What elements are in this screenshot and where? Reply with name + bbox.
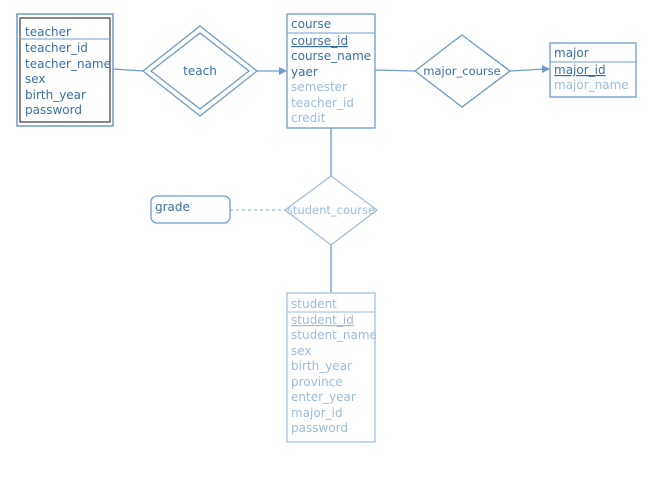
major-attr-major-name: major_name: [554, 78, 629, 92]
entity-teacher-outer-border: [16, 13, 114, 127]
line-major-course-major: [509, 68, 547, 72]
course-attr-semester: semester: [291, 80, 347, 94]
arrowhead-major: [542, 65, 550, 73]
course-attr-course-name: course_name: [291, 49, 371, 63]
student-course-label: student_course: [287, 203, 375, 217]
student-attr-province: province: [291, 375, 343, 389]
course-attr-teacher-id: teacher_id: [291, 96, 354, 110]
student-course-diamond: [283, 175, 379, 246]
entity-course[interactable]: course course_id course_name yaer semest…: [286, 13, 376, 129]
student-attr-student-id: student_id: [291, 313, 354, 327]
arrowhead-course: [279, 67, 287, 75]
course-attr-course-id: course_id: [291, 34, 348, 48]
teach-diamond-inner: [149, 32, 251, 110]
teacher-attr-teacher-id: teacher_id: [25, 41, 88, 55]
entity-teacher-inner-border: [19, 17, 111, 123]
entity-student-header: student: [291, 297, 337, 311]
student-attr-birth-year: birth_year: [291, 359, 352, 373]
teacher-attr-birth-year: birth_year: [25, 88, 86, 102]
teach-diamond-outer: [141, 25, 259, 117]
entity-course-header: course: [291, 17, 331, 31]
major-course-diamond: [413, 34, 512, 108]
entity-student-border: [286, 292, 376, 443]
entity-major[interactable]: major major_id major_name: [549, 42, 637, 98]
relationship-teach[interactable]: teach: [141, 25, 259, 117]
relationship-major-course[interactable]: major_course: [413, 34, 512, 108]
entity-teacher[interactable]: teacher teacher_id teacher_name sex birt…: [16, 13, 114, 127]
teacher-attr-teacher-name: teacher_name: [25, 57, 111, 71]
student-attr-sex: sex: [291, 344, 312, 358]
line-teacher-teach: [112, 68, 144, 72]
student-attr-student-name: student_name: [291, 328, 377, 342]
student-attr-enter-year: enter_year: [291, 390, 356, 404]
student-attr-password: password: [291, 421, 348, 435]
student-attr-major-id: major_id: [291, 406, 343, 420]
major-course-label: major_course: [423, 64, 500, 78]
connector-lines: [112, 65, 550, 293]
line-course-major-course: [374, 69, 416, 72]
relationship-student-course[interactable]: student_course: [283, 175, 379, 246]
grade-box: [150, 195, 231, 224]
entity-student[interactable]: student student_id student_name sex birt…: [286, 292, 377, 443]
course-attr-credit: credit: [291, 111, 326, 125]
entity-teacher-header: teacher: [25, 25, 71, 39]
entity-major-border: [549, 42, 637, 98]
teacher-attr-password: password: [25, 103, 82, 117]
teach-label: teach: [183, 64, 217, 78]
attribute-grade[interactable]: grade: [150, 195, 231, 224]
entity-major-header: major: [554, 46, 589, 60]
teacher-attr-sex: sex: [25, 72, 46, 86]
course-attr-yaer: yaer: [291, 65, 318, 79]
grade-label: grade: [155, 200, 190, 214]
major-attr-major-id: major_id: [554, 63, 606, 77]
